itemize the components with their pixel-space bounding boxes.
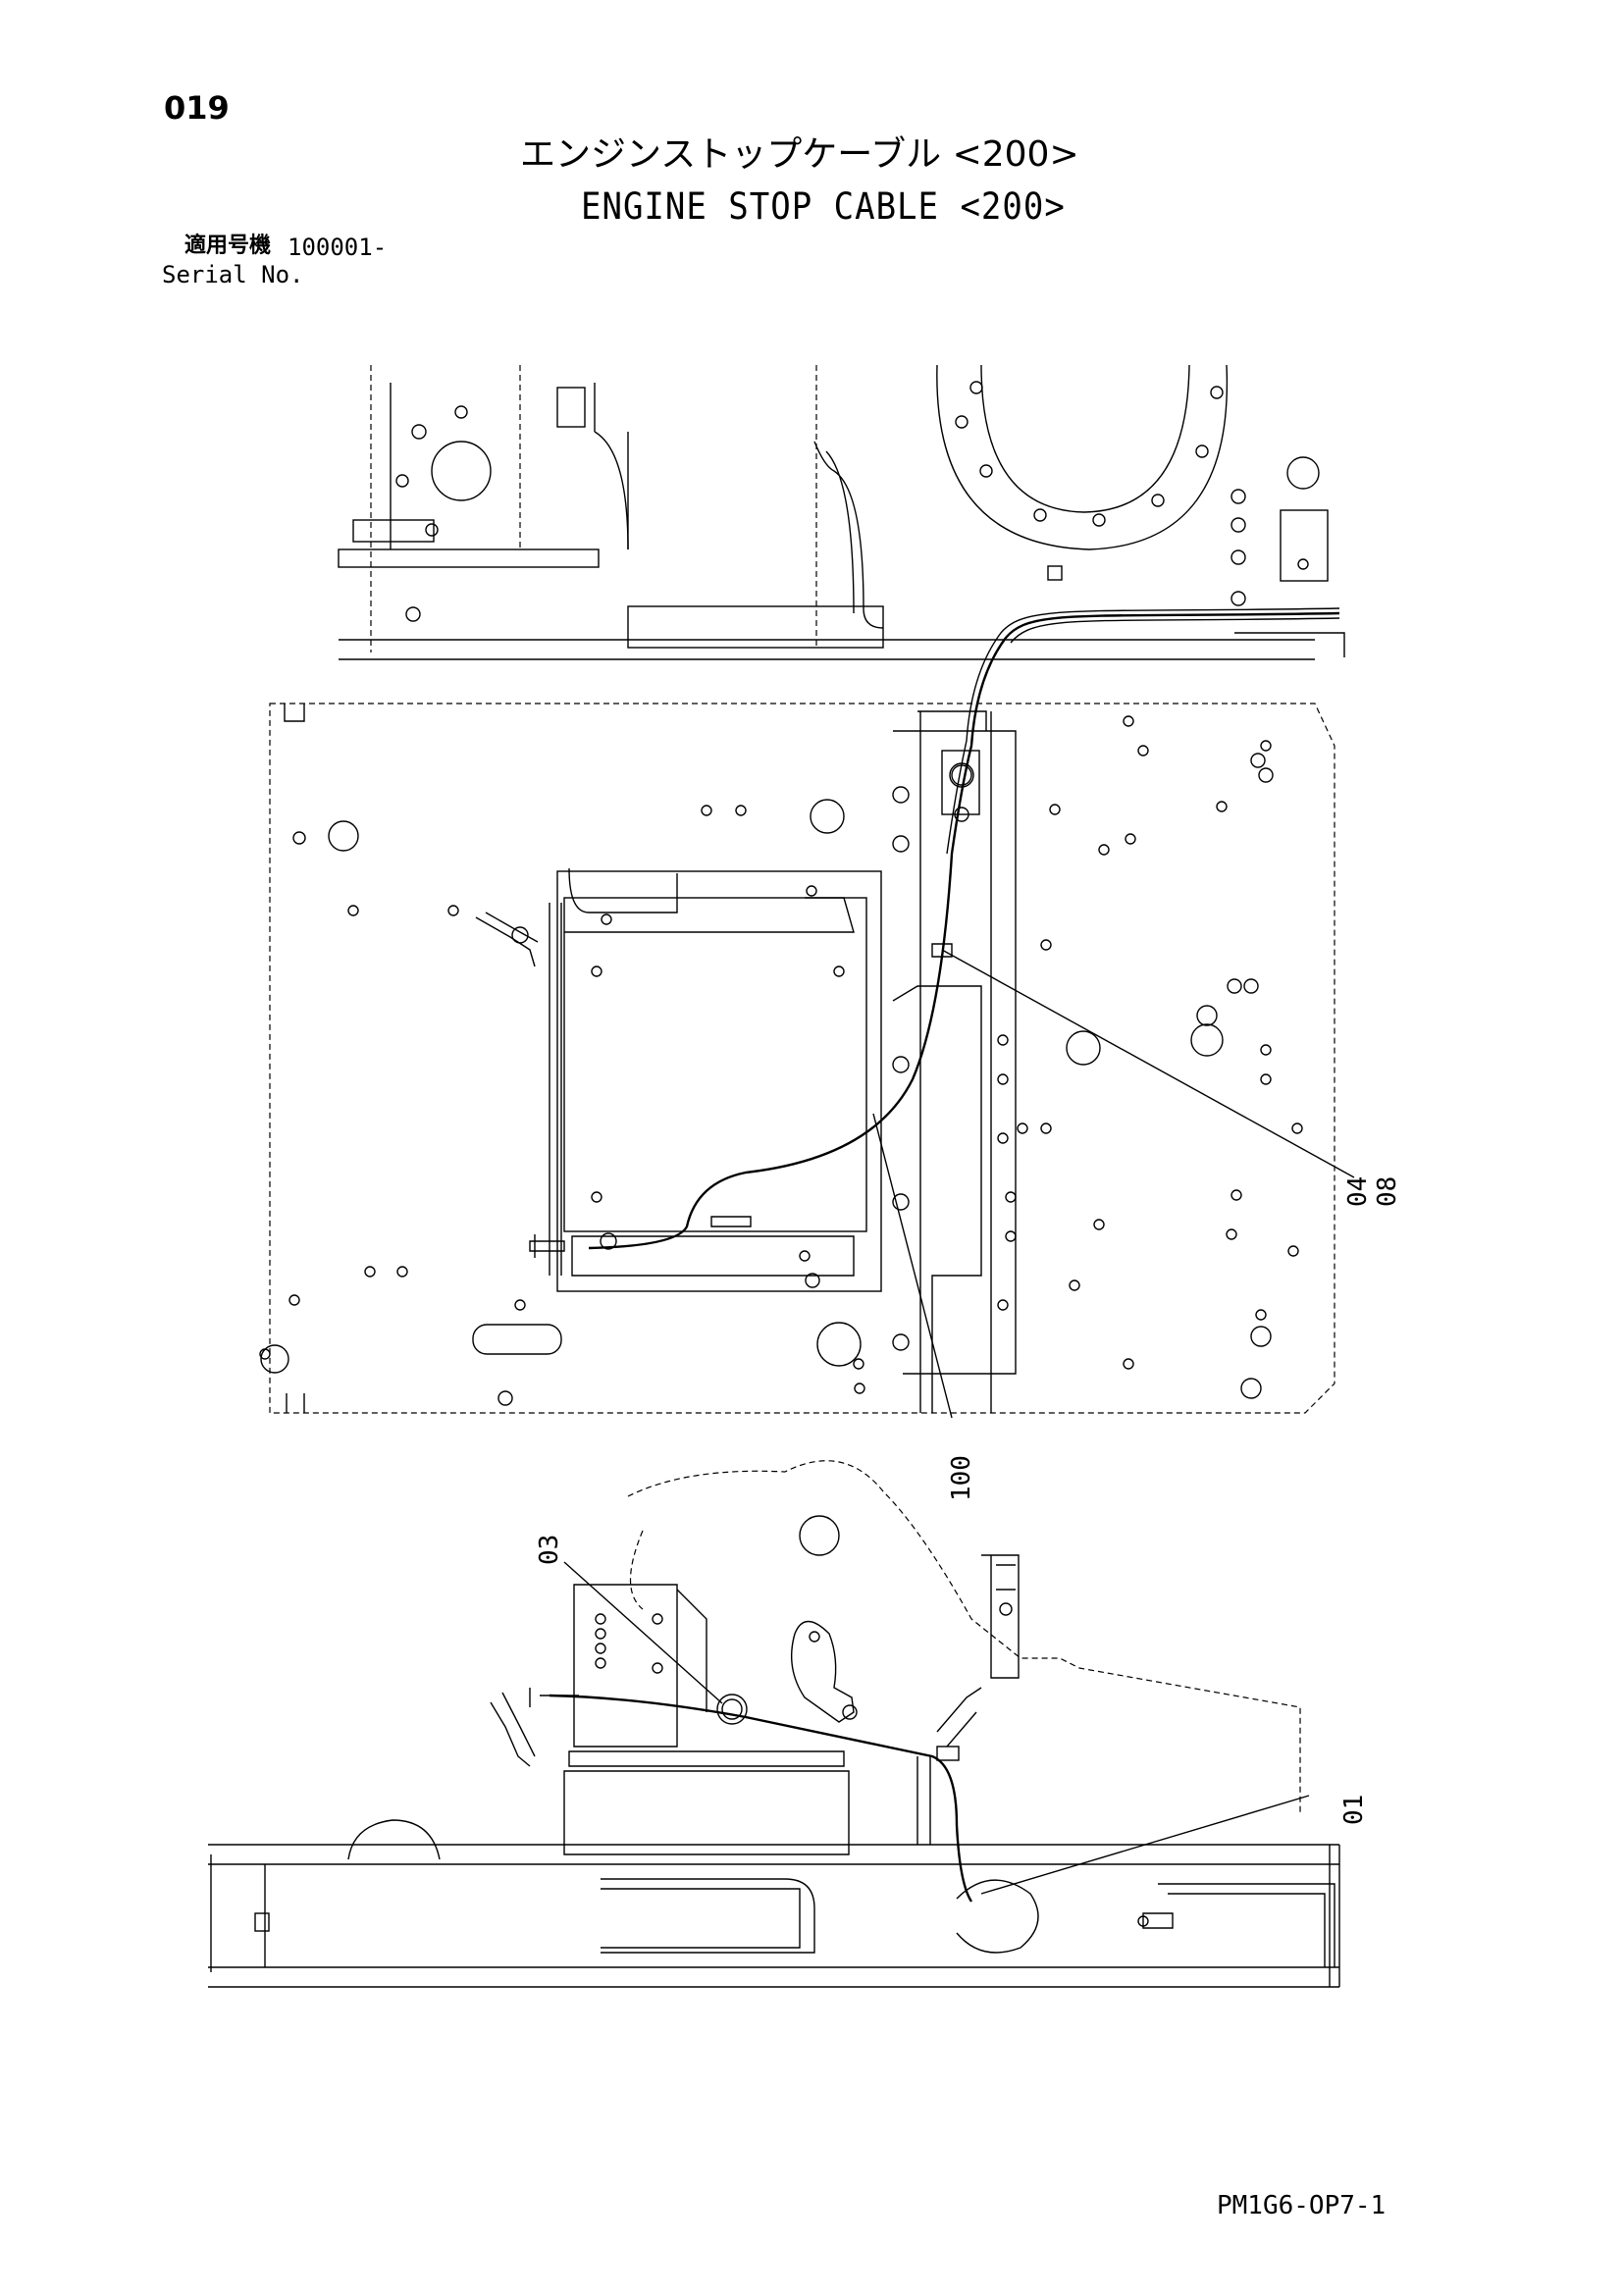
callout-08: 08	[1373, 1176, 1402, 1207]
callout-03: 03	[535, 1535, 564, 1565]
serial-number-value: 100001-	[288, 234, 388, 261]
serial-label-japanese: 適用号機	[184, 234, 272, 258]
serial-label-english: Serial No.	[162, 261, 304, 288]
callout-04: 04	[1343, 1176, 1373, 1207]
title-japanese: エンジンストップケーブル <200>	[520, 134, 1079, 175]
page-number: 019	[164, 89, 230, 127]
callout-100: 100	[947, 1455, 976, 1501]
upper-plan-view	[259, 364, 1355, 1419]
title-english: ENGINE STOP CABLE <200>	[581, 184, 1066, 229]
lower-side-view	[208, 1460, 1340, 1988]
callout-01: 01	[1339, 1795, 1369, 1825]
drawing-code: PM1G6-OP7-1	[1217, 2191, 1387, 2220]
